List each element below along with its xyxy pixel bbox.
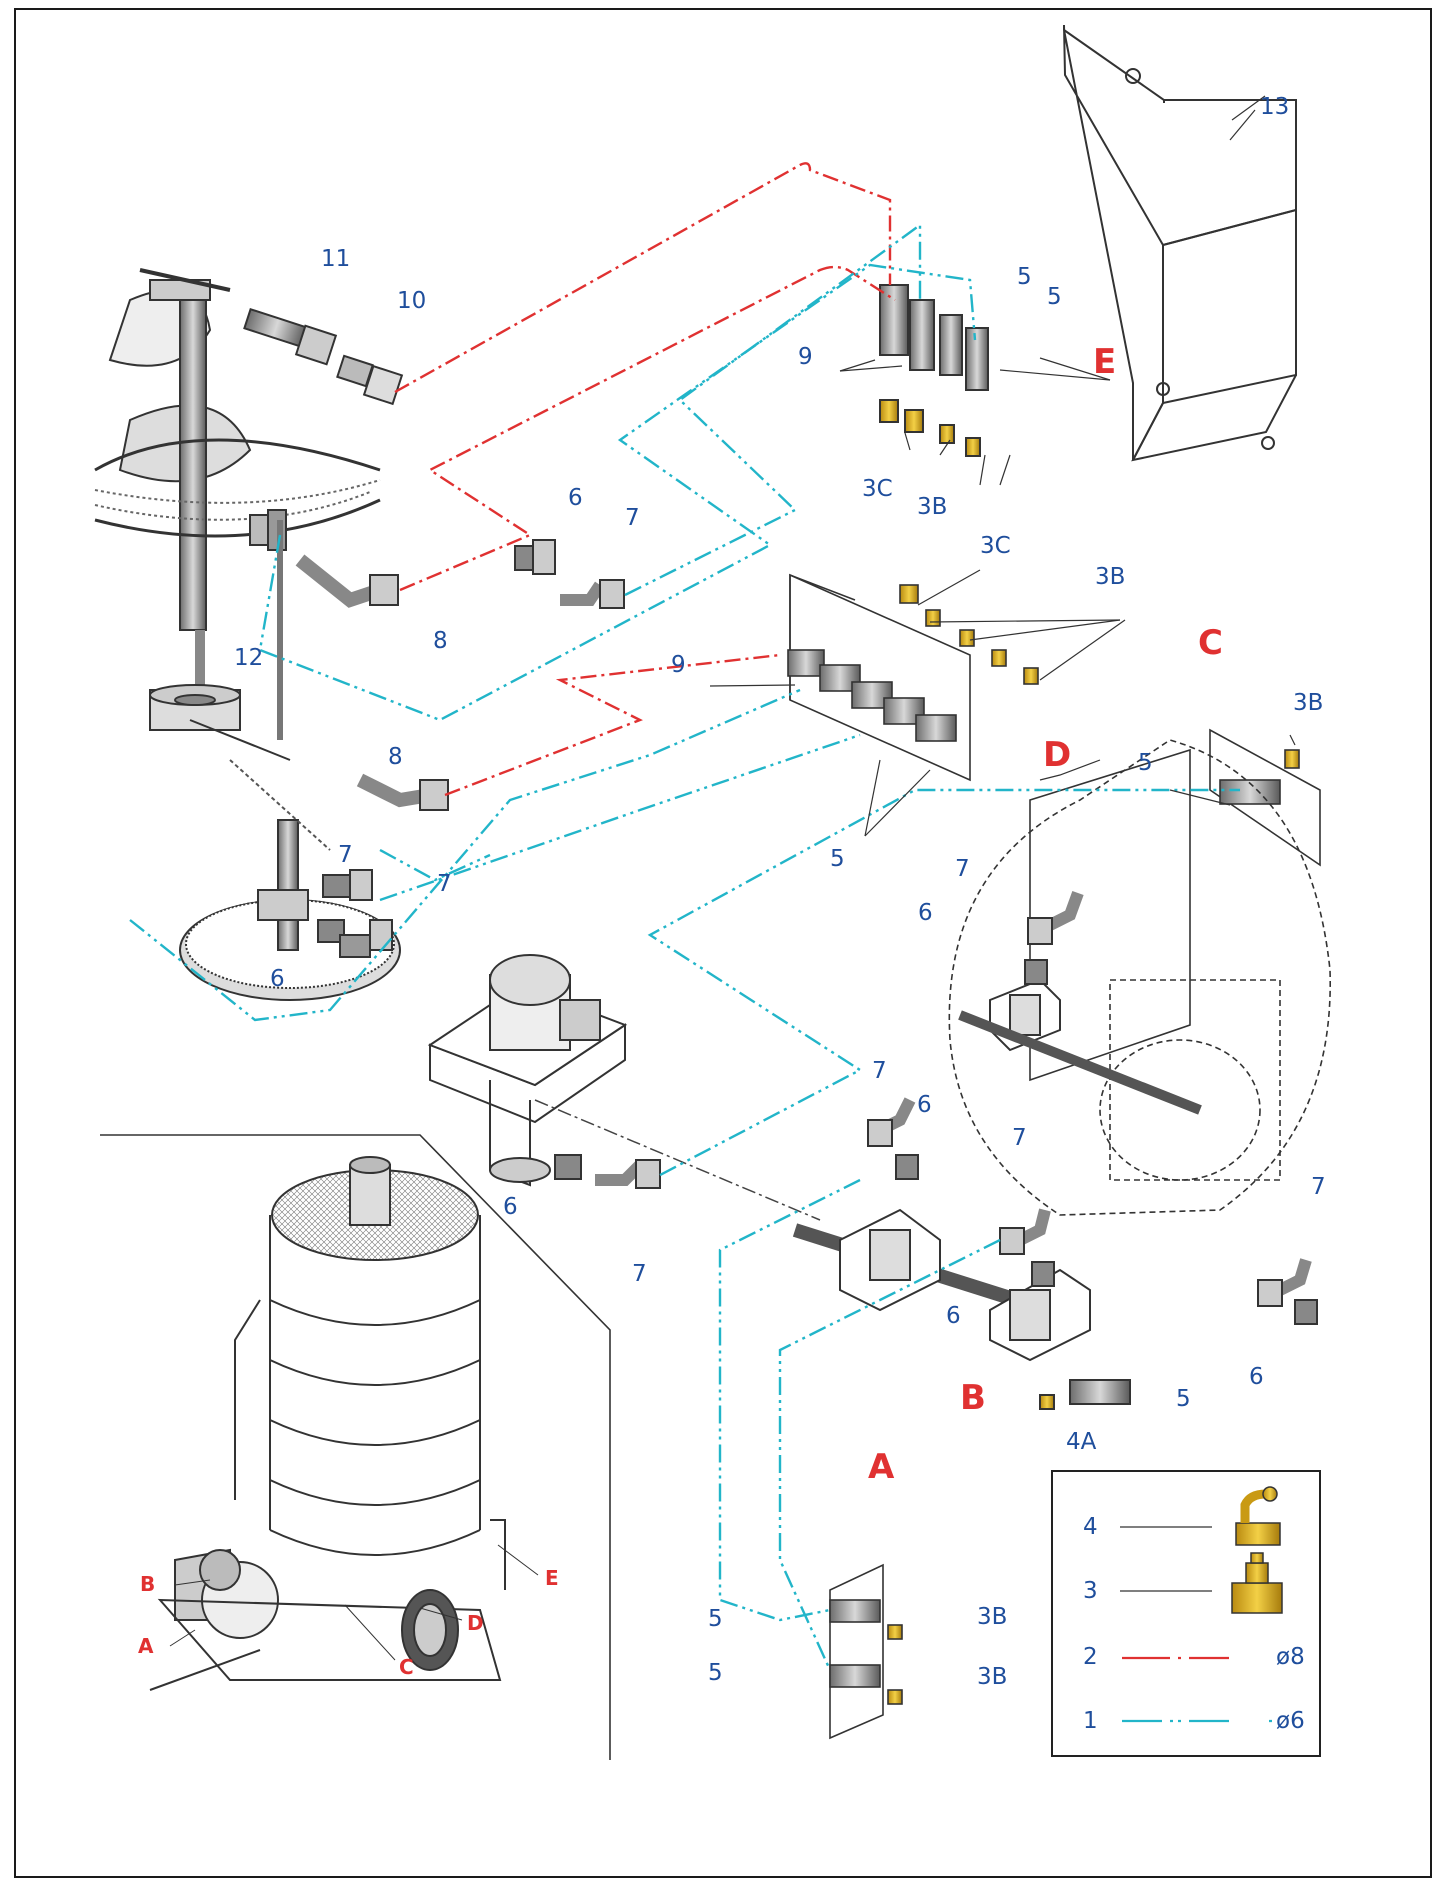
callout-9-mid: 9 (671, 652, 686, 678)
legend-num-3: 3 (1083, 1578, 1098, 1604)
callout-13: 13 (1260, 94, 1290, 120)
callout-7-gear-a: 7 (338, 842, 353, 868)
callout-3B-mid: 3B (1095, 564, 1126, 590)
leader-lines (709, 109, 1296, 837)
fitting-11-adapter (243, 307, 338, 366)
callout-7-shaft-a: 7 (872, 1058, 887, 1084)
callout-5-A-top: 5 (708, 1606, 723, 1632)
elbow-7-upper (560, 579, 625, 609)
manifold-A-plate (829, 1563, 903, 1740)
callout-11: 11 (321, 246, 351, 272)
overview-label-C: C (399, 1655, 414, 1679)
callout-6-gear: 6 (270, 966, 285, 992)
legend-num-4: 4 (1083, 1514, 1098, 1540)
callout-6-fan-right: 6 (1249, 1364, 1264, 1390)
overview-label-D: D (467, 1611, 484, 1635)
callout-3B-top: 3B (917, 494, 948, 520)
callout-3B-C: 3B (1293, 690, 1324, 716)
legend-num-2: 2 (1083, 1644, 1098, 1670)
point-B-fitting (1039, 1379, 1131, 1410)
callout-6-shaft-a: 6 (917, 1092, 932, 1118)
fitting-6-upper (514, 539, 556, 575)
callout-5-D: 5 (830, 846, 845, 872)
callout-3B-A-top: 3B (977, 1604, 1008, 1630)
section-D-letter: D (1043, 735, 1072, 775)
overview-label-E: E (545, 1566, 559, 1590)
drawing-frame (14, 8, 1432, 1878)
fan-shaft (792, 978, 1202, 1362)
shield-part-13 (1063, 24, 1297, 462)
callout-8-lower: 8 (388, 744, 403, 770)
callout-6-gearbox: 6 (503, 1194, 518, 1220)
manifold-E (879, 284, 989, 457)
callout-7-fan-right: 7 (1311, 1174, 1326, 1200)
elbow-8-upper (295, 554, 399, 608)
callout-7-fan: 7 (955, 856, 970, 882)
callout-7-shaft-b: 7 (1012, 1125, 1027, 1151)
grease-nipple-straight-icon (1231, 1552, 1283, 1614)
callout-9-top: 9 (798, 344, 813, 370)
overview-label-A: A (138, 1634, 154, 1658)
elbow-8-lower (356, 773, 449, 811)
overview-label-B: B (140, 1572, 156, 1596)
callout-10: 10 (397, 288, 427, 314)
callout-12: 12 (234, 645, 264, 671)
callout-5-top-a: 5 (1017, 264, 1032, 290)
section-A-letter: A (868, 1447, 895, 1487)
callout-5-top-b: 5 (1047, 284, 1062, 310)
overview-panel (100, 1134, 611, 1760)
manifold-D-plate (787, 573, 1039, 782)
fitting-10-connector (336, 354, 404, 406)
callout-6-fan: 6 (918, 900, 933, 926)
hose-8mm-lines (394, 162, 896, 797)
callout-5-C: 5 (1138, 750, 1153, 776)
callout-7-top: 7 (625, 505, 640, 531)
section-C-letter: C (1198, 623, 1223, 663)
callout-7-gearbox: 7 (632, 1261, 647, 1287)
callout-8-top: 8 (433, 628, 448, 654)
callout-7-gear-b: 7 (437, 871, 452, 897)
callout-3B-A-bottom: 3B (977, 1664, 1008, 1690)
section-B-letter: B (960, 1378, 986, 1418)
auger-assembly (94, 268, 381, 740)
overview-dryer (149, 1156, 506, 1691)
callout-5-B: 5 (1176, 1386, 1191, 1412)
gearbox-axis (534, 1099, 821, 1221)
shaft-fittings (867, 890, 1318, 1325)
callout-3C-top: 3C (862, 476, 893, 502)
legend-num-1: 1 (1083, 1708, 1098, 1734)
section-E-letter: E (1093, 342, 1117, 382)
fan-housing (948, 739, 1331, 1216)
legend-desc-8mm: ø8 (1276, 1644, 1305, 1670)
callout-6-shaft-b: 6 (946, 1303, 961, 1329)
hose-6mm-lines (129, 222, 1240, 1671)
gearbox (427, 954, 661, 1189)
overview-leaders (169, 1544, 539, 1661)
callout-4A: 4A (1066, 1429, 1097, 1455)
callout-3C-mid: 3C (980, 533, 1011, 559)
callout-6-top: 6 (568, 485, 583, 511)
legend-desc-6mm: ø6 (1276, 1708, 1305, 1734)
grease-nipple-90-icon (1235, 1486, 1281, 1546)
callout-5-A-bottom: 5 (708, 1660, 723, 1686)
